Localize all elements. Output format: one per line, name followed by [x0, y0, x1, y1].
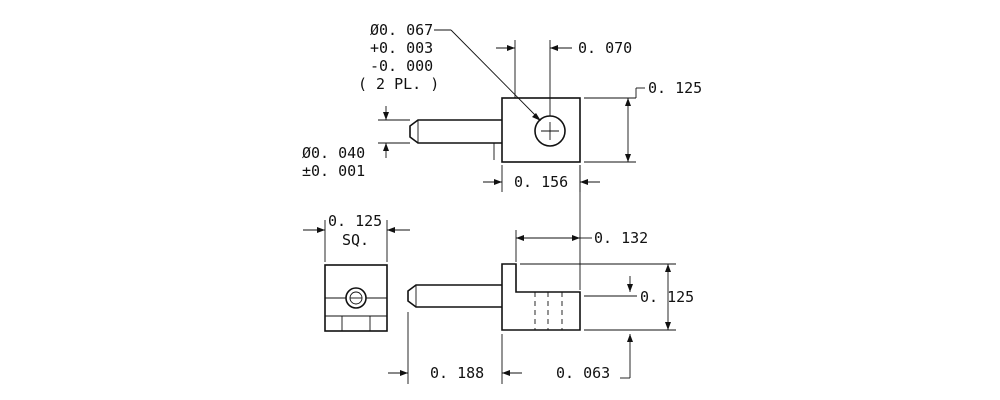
slot-offset-dimension	[515, 165, 592, 290]
end-view	[303, 220, 410, 332]
pin-length-label: 0. 188	[430, 364, 484, 382]
pin-diameter-dimension	[378, 106, 410, 158]
top-view-block	[501, 97, 581, 163]
pin-length-dimension	[388, 312, 522, 384]
hole-diameter-label: Ø0. 067	[370, 21, 433, 39]
hole-tolerance-minus-label: -0. 000	[370, 57, 433, 75]
side-view-body	[501, 263, 581, 331]
hole-offset-dimension	[496, 40, 572, 116]
block-height-top-label: 0. 125	[648, 79, 702, 97]
side-view	[388, 165, 676, 384]
top-view-pin	[409, 119, 502, 160]
square-size-label: 0. 125	[328, 212, 382, 230]
pin-diameter-label: Ø0. 040	[302, 144, 365, 162]
hole-tolerance-plus-label: +0. 003	[370, 39, 433, 57]
hole-callout-leader	[434, 29, 541, 121]
base-thickness-dimension	[620, 334, 633, 379]
block-height-dimension-top	[584, 87, 645, 163]
square-sq-label: SQ.	[342, 231, 369, 249]
slot-offset-label: 0. 132	[594, 229, 648, 247]
block-height-dimension-side	[520, 263, 676, 331]
square-size-dimension	[303, 220, 410, 262]
hole-count-label: ( 2 PL. )	[358, 75, 439, 93]
block-height-side-label: 0. 125	[640, 288, 694, 306]
side-view-pin	[407, 284, 502, 308]
pin-tolerance-label: ±0. 001	[302, 162, 365, 180]
hole-offset-label: 0. 070	[578, 39, 632, 57]
base-thickness-label: 0. 063	[556, 364, 610, 382]
block-width-label: 0. 156	[514, 173, 568, 191]
top-view	[378, 29, 645, 192]
